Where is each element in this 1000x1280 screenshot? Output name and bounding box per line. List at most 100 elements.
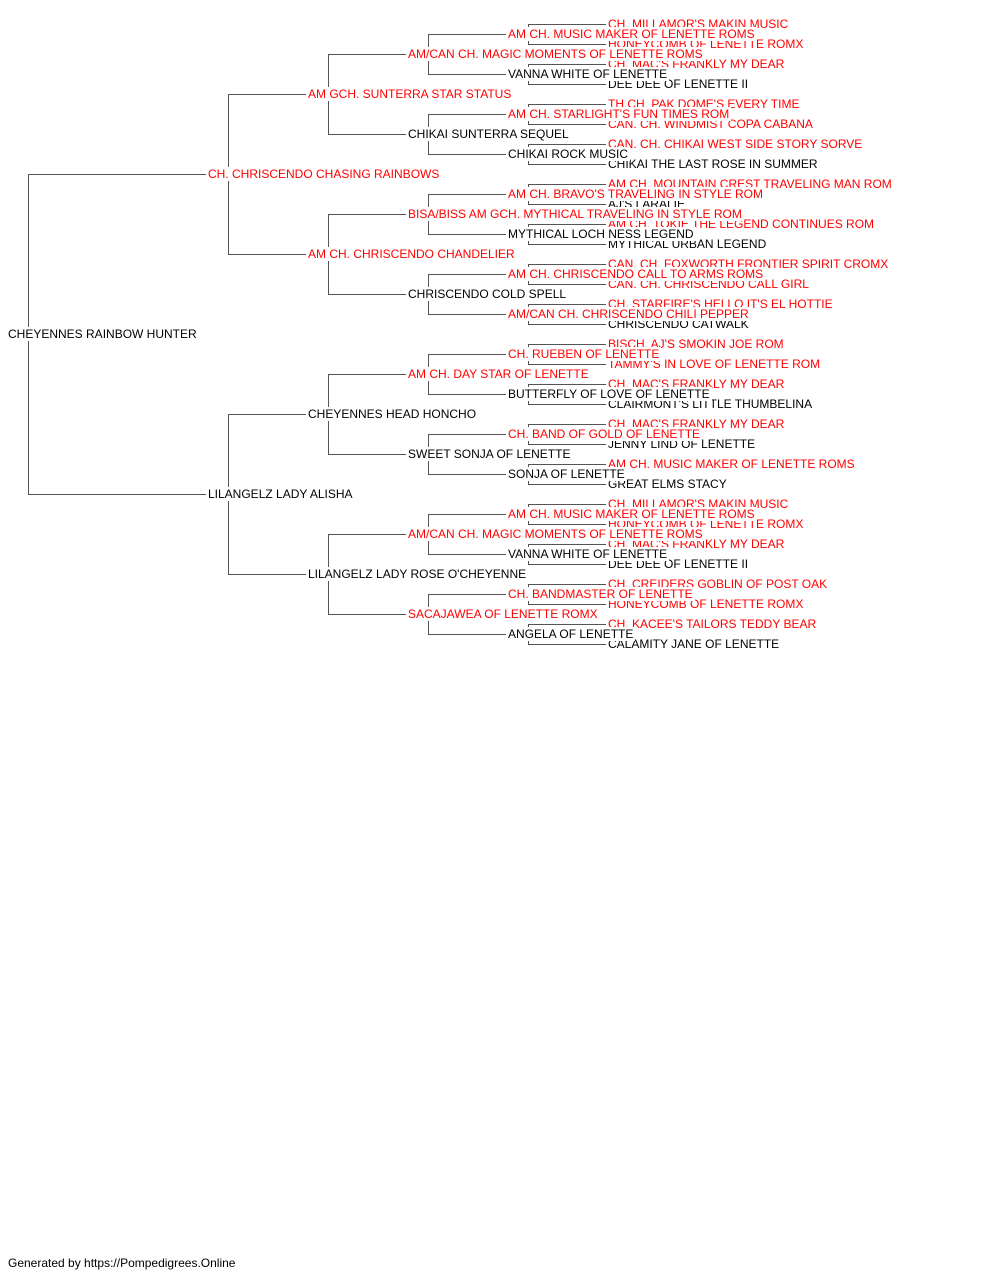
connector-line — [428, 154, 506, 155]
subject-dog-name: CHEYENNES RAINBOW HUNTER — [8, 327, 199, 341]
connector-line — [528, 104, 606, 105]
connector-line — [528, 84, 606, 85]
ancestor-name: BISA/BISS AM GCH. MYTHICAL TRAVELING IN … — [408, 207, 744, 221]
connector-line — [428, 194, 506, 195]
ancestor-name: ANGELA OF LENETTE — [508, 627, 636, 641]
ancestor-name: CHIKAI SUNTERRA SEQUEL — [408, 127, 571, 141]
connector-line — [528, 244, 606, 245]
connector-line — [328, 294, 406, 295]
connector-line — [528, 624, 606, 625]
connector-line — [428, 394, 506, 395]
connector-line — [528, 364, 606, 365]
connector-line — [428, 474, 506, 475]
connector-line — [428, 274, 506, 275]
ancestor-name: AM CH. DAY STAR OF LENETTE — [408, 367, 591, 381]
connector-line — [528, 484, 606, 485]
connector-line — [428, 74, 506, 75]
ancestor-name: AM CH. BRAVO'S TRAVELING IN STYLE ROM — [508, 187, 766, 201]
ancestor-name: CAN. CH. CHIKAI WEST SIDE STORY SORVE — [608, 137, 865, 151]
ancestor-name: BUTTERFLY OF LOVE OF LENETTE — [508, 387, 712, 401]
connector-line — [428, 114, 506, 115]
connector-line — [428, 554, 506, 555]
connector-line — [328, 614, 406, 615]
ancestor-name: VANNA WHITE OF LENETTE — [508, 67, 670, 81]
connector-line — [228, 574, 306, 575]
connector-line — [528, 544, 606, 545]
ancestor-name: AM CH. MUSIC MAKER OF LENETTE ROMS — [608, 457, 857, 471]
connector-line — [328, 214, 406, 215]
ancestor-name: AM CH. MUSIC MAKER OF LENETTE ROMS — [508, 27, 757, 41]
ancestor-name: AM GCH. SUNTERRA STAR STATUS — [308, 87, 514, 101]
ancestor-name: LILANGELZ LADY ROSE O'CHEYENNE — [308, 567, 529, 581]
connector-line — [528, 604, 606, 605]
ancestor-name: AM CH. STARLIGHT'S FUN TIMES ROM — [508, 107, 732, 121]
ancestor-name: LILANGELZ LADY ALISHA — [208, 487, 355, 501]
ancestor-name: CHEYENNES HEAD HONCHO — [308, 407, 479, 421]
connector-line — [528, 384, 606, 385]
connector-line — [328, 54, 406, 55]
ancestor-name: CH. BANDMASTER OF LENETTE — [508, 587, 695, 601]
connector-line — [528, 24, 606, 25]
connector-line — [528, 584, 606, 585]
connector-line — [428, 634, 506, 635]
ancestor-name: CH. BAND OF GOLD OF LENETTE — [508, 427, 703, 441]
connector-line — [428, 594, 506, 595]
ancestor-name: AM/CAN CH. MAGIC MOMENTS OF LENETTE ROMS — [408, 527, 705, 541]
connector-line — [528, 44, 606, 45]
connector-line — [528, 304, 606, 305]
connector-line — [528, 344, 606, 345]
connector-line — [28, 174, 206, 175]
ancestor-name: SACAJAWEA OF LENETTE ROMX — [408, 607, 600, 621]
ancestor-name: CHIKAI ROCK MUSIC — [508, 147, 631, 161]
ancestor-name: CH. CHRISCENDO CHASING RAINBOWS — [208, 167, 442, 181]
connector-line — [328, 134, 406, 135]
connector-line — [428, 434, 506, 435]
connector-line — [528, 204, 606, 205]
ancestor-name: SONJA OF LENETTE — [508, 467, 627, 481]
connector-line — [428, 514, 506, 515]
connector-line — [28, 494, 206, 495]
connector-line — [328, 534, 406, 535]
connector-line — [528, 64, 606, 65]
ancestor-name: AM CH. CHRISCENDO CALL TO ARMS ROMS — [508, 267, 766, 281]
connector-line — [428, 34, 506, 35]
ancestor-name: AM/CAN CH. MAGIC MOMENTS OF LENETTE ROMS — [408, 47, 705, 61]
generated-by-footer: Generated by https://Pompedigrees.Online — [8, 1256, 236, 1270]
connector-line — [528, 404, 606, 405]
connector-line — [528, 324, 606, 325]
ancestor-name: CHRISCENDO COLD SPELL — [408, 287, 569, 301]
ancestor-name: AM/CAN CH. CHRISCENDO CHILI PEPPER — [508, 307, 751, 321]
ancestor-name: SWEET SONJA OF LENETTE — [408, 447, 573, 461]
connector-line — [528, 184, 606, 185]
ancestor-name: CALAMITY JANE OF LENETTE — [608, 637, 782, 651]
connector-line — [528, 144, 606, 145]
connector-line — [528, 164, 606, 165]
connector-line — [328, 454, 406, 455]
ancestor-name: AM CH. MUSIC MAKER OF LENETTE ROMS — [508, 507, 757, 521]
connector-line — [528, 284, 606, 285]
connector-line — [528, 264, 606, 265]
connector-line — [528, 644, 606, 645]
connector-line — [428, 314, 506, 315]
ancestor-name: AM CH. CHRISCENDO CHANDELIER — [308, 247, 517, 261]
ancestor-name: CH. RUEBEN OF LENETTE — [508, 347, 662, 361]
connector-line — [228, 254, 306, 255]
connector-line — [328, 374, 406, 375]
connector-line — [428, 234, 506, 235]
ancestor-name: GREAT ELMS STACY — [608, 477, 729, 491]
ancestor-name: MYTHICAL LOCH NESS LEGEND — [508, 227, 696, 241]
connector-line — [528, 424, 606, 425]
ancestor-name: CHIKAI THE LAST ROSE IN SUMMER — [608, 157, 820, 171]
connector-line — [528, 524, 606, 525]
connector-line — [228, 414, 306, 415]
ancestor-name: CH. KACEE'S TAILORS TEDDY BEAR — [608, 617, 819, 631]
connector-line — [528, 224, 606, 225]
connector-line — [428, 354, 506, 355]
connector-line — [528, 504, 606, 505]
connector-line — [228, 94, 306, 95]
connector-line — [528, 464, 606, 465]
connector-line — [528, 444, 606, 445]
connector-line — [528, 564, 606, 565]
connector-line — [528, 124, 606, 125]
